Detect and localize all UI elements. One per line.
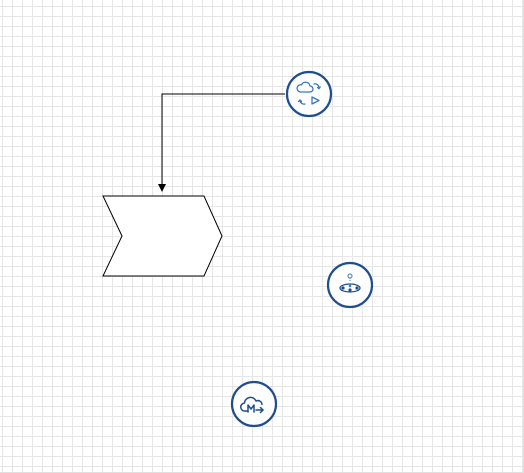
cloud-migrate-node[interactable] bbox=[230, 380, 278, 428]
cloud-migrate-icon bbox=[240, 396, 264, 414]
network-hub-icon bbox=[339, 273, 361, 293]
network-hub-node[interactable] bbox=[326, 261, 374, 309]
cloud-sync-node[interactable] bbox=[285, 70, 333, 118]
connector-cloud-sync-to-step[interactable] bbox=[158, 93, 285, 192]
chevron-step-shape[interactable] bbox=[102, 195, 223, 277]
cloud-sync-icon bbox=[296, 81, 321, 105]
